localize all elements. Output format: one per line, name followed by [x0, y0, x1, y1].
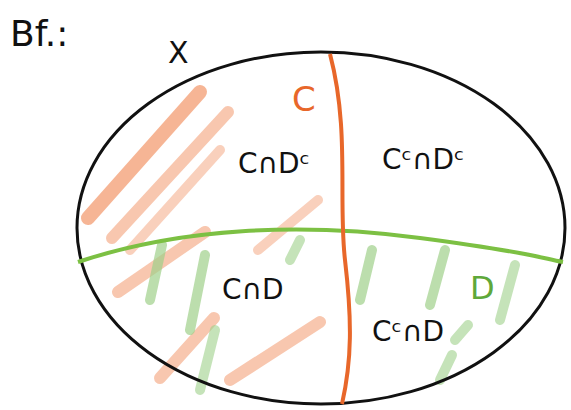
region-label: C∩Dᶜ — [238, 150, 310, 178]
green-hatching — [150, 240, 515, 390]
region-label: Cᶜ∩Dᶜ — [382, 146, 464, 174]
set-d-boundary — [78, 230, 563, 262]
set-name: C — [292, 82, 316, 116]
proof-heading: Bf.: — [10, 16, 68, 52]
region-label: C∩D — [222, 276, 284, 304]
set-c-boundary — [330, 54, 350, 404]
set-name: X — [168, 38, 189, 68]
region-label: Cᶜ∩D — [372, 318, 444, 346]
set-x-outline — [77, 52, 565, 404]
set-name: D — [470, 272, 495, 304]
